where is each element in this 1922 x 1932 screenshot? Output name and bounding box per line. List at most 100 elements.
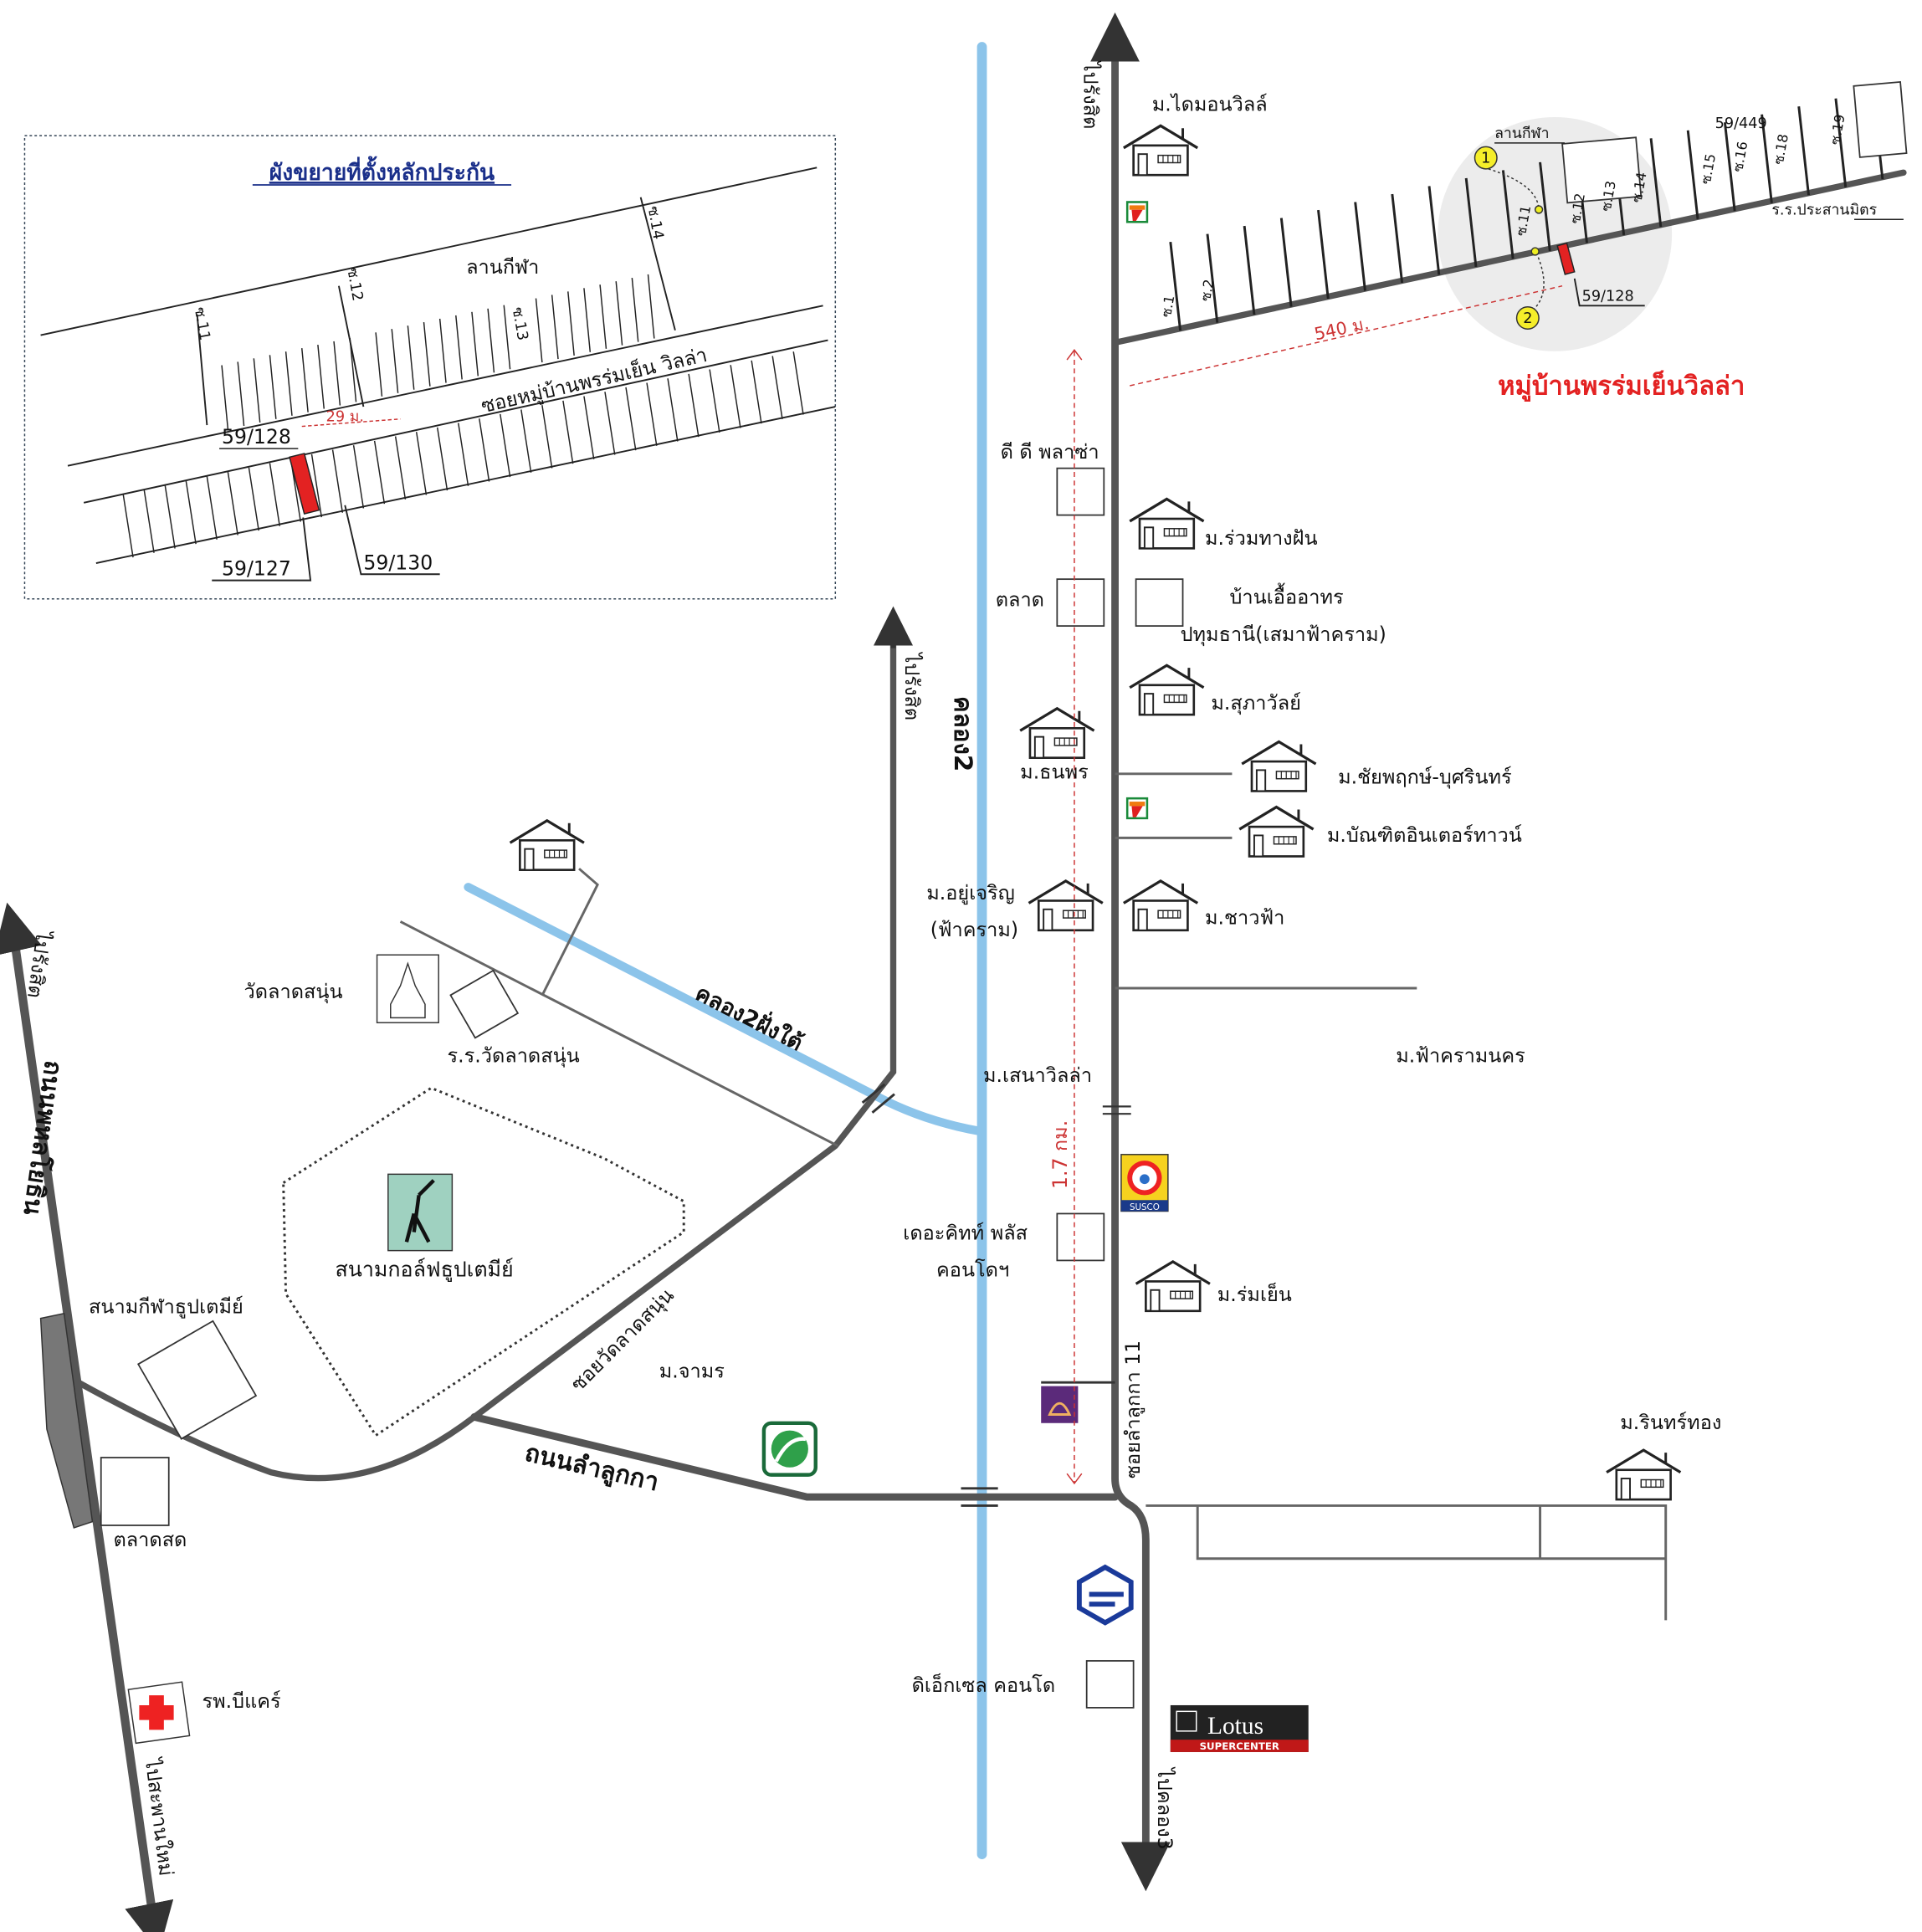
the-kith-label-2: คอนโดฯ xyxy=(936,1258,1009,1282)
plot-line xyxy=(455,315,463,380)
lam-luk-ka-road-west xyxy=(70,1376,478,1482)
plot-line xyxy=(221,365,229,430)
plot-line xyxy=(771,356,783,419)
soi-line xyxy=(1539,161,1551,252)
plot-line xyxy=(487,308,495,373)
hospital-label: รพ.บีแคร์ xyxy=(202,1689,280,1713)
soi-line xyxy=(1761,114,1773,203)
plot-line xyxy=(479,418,490,482)
plot-line xyxy=(625,387,637,451)
inset-distance-label: 29 ม. xyxy=(326,409,364,426)
overpass xyxy=(39,1312,94,1529)
soi-line xyxy=(1279,218,1293,307)
lotus-logo-subtext: SUPERCENTER xyxy=(1200,1740,1279,1752)
soi-line xyxy=(1797,106,1810,196)
school-prasanmit-label: ร.ร.ประสานมิตร xyxy=(1771,202,1877,218)
chamorn-label: ม.จามร xyxy=(659,1359,725,1382)
plot-line xyxy=(503,305,511,370)
bangchak-gas-station-icon xyxy=(761,1421,817,1477)
school-block xyxy=(1853,81,1908,158)
elderly-home-label-2: ปทุมธานี(เสมาฟ้าคราม) xyxy=(1181,623,1386,646)
fakram-nakhon-label: ม.ฟ้าครามนคร xyxy=(1396,1043,1525,1067)
soi-line xyxy=(1391,193,1404,284)
inset-plot-128-label: 59/128 xyxy=(222,425,291,448)
the-kith-building xyxy=(1056,1212,1105,1262)
plot-line xyxy=(688,373,700,438)
inset-plot-127-label: 59/127 xyxy=(222,557,291,581)
plot-line xyxy=(423,321,431,387)
plot-line xyxy=(227,472,238,536)
stadium-label: สนามกีฬาธูปเตมีย์ xyxy=(89,1295,243,1320)
plot-line xyxy=(352,445,365,509)
detail-sports-field-label: ลานกีฬา xyxy=(1494,126,1549,142)
chaiyaphruek-label: ม.ชัยพฤกษ์-บุศรินทร์ xyxy=(1338,766,1512,789)
house-icon xyxy=(1238,805,1315,858)
soi-line xyxy=(1354,202,1366,291)
plot-line xyxy=(500,413,511,478)
to-rangsit-mid-label: ไปรังสิต xyxy=(900,652,924,721)
house-icon xyxy=(1018,707,1096,760)
golf-course-label: สนามกอล์ฟธูปเตมีย์ xyxy=(336,1258,514,1283)
plot-line xyxy=(269,463,280,526)
lotus-logo-text: Lotus xyxy=(1207,1713,1263,1740)
inset-sports-field-label: ลานกีฬา xyxy=(466,255,539,279)
stadium-building xyxy=(136,1320,258,1440)
plot-line xyxy=(792,351,804,415)
plot-line xyxy=(458,423,469,486)
house-icon xyxy=(1605,1448,1683,1501)
inset-road-top xyxy=(40,167,817,336)
marker-1 xyxy=(1474,146,1498,170)
plot-line xyxy=(535,298,543,363)
bandit-label: ม.บัณฑิตอินเตอร์ทาวน์ xyxy=(1327,823,1522,847)
inset-plot-130-label: 59/130 xyxy=(363,551,433,574)
plot-line xyxy=(310,454,323,518)
soi-line xyxy=(1649,138,1663,228)
inset-distance-line xyxy=(301,418,401,428)
soi-line xyxy=(1464,177,1478,268)
elderly-home-label: บ้านเอื้ออาทร xyxy=(1229,583,1343,609)
plot-line xyxy=(407,325,415,390)
ruam-thang-fan-label: ม.ร่วมทางฝัน xyxy=(1205,526,1318,550)
plot-line xyxy=(415,432,428,495)
to-khlong3-label: ไปคลอง3 xyxy=(1153,1766,1176,1850)
fresh-market-label: ตลาดสด xyxy=(113,1528,187,1551)
soi-line xyxy=(1169,241,1182,331)
plot-line xyxy=(284,351,293,416)
soi-line xyxy=(1206,233,1219,323)
soi-line xyxy=(1501,170,1515,259)
bridge-icon xyxy=(861,1083,895,1114)
highlighted-plot xyxy=(1556,242,1576,275)
sena-villa-label: ม.เสนาวิลล่า xyxy=(983,1063,1092,1087)
elderly-home-building xyxy=(1135,578,1184,627)
inset-plot-127-leader xyxy=(212,517,312,582)
plot-line xyxy=(122,494,134,558)
plot-line xyxy=(436,427,448,491)
plot-line xyxy=(646,382,658,446)
phahonyothin-road xyxy=(10,938,157,1920)
plot-line xyxy=(567,291,575,356)
wat-ladsanun-label: วัดลาดสนุ่น xyxy=(244,980,343,1003)
siam-commercial-bank-icon xyxy=(1041,1386,1079,1423)
plot-line xyxy=(301,348,309,413)
marker-2-label: 2 xyxy=(1523,310,1532,327)
distance-540-label: 540 ม. xyxy=(1313,313,1371,344)
side-road xyxy=(399,920,838,1147)
romyen-label: ม.ร่มเย็น xyxy=(1217,1282,1292,1306)
village-detail: ลานกีฬา 59/449 ร.ร.ประสานมิตร 59/128 1 2… xyxy=(1111,81,1908,402)
inset-plot-lines xyxy=(122,197,804,558)
plot-line xyxy=(667,378,679,442)
plot-line xyxy=(248,467,259,531)
soi-11-label: ซอยลำลูกกา 11 xyxy=(1121,1340,1146,1478)
plot-line xyxy=(562,400,574,464)
diamond-ville-label: ม.ไดมอนวิลล์ xyxy=(1152,93,1268,116)
distance-arrows xyxy=(1066,349,1083,1485)
inset-road-middle xyxy=(67,305,823,467)
temple-icon xyxy=(376,954,439,1023)
seven-eleven-icon xyxy=(1125,797,1149,820)
marker-2 xyxy=(1515,306,1540,330)
market-label: ตลาด xyxy=(996,588,1044,612)
fresh-market-building xyxy=(100,1457,170,1526)
distance-17km-label: 1.7 กม. xyxy=(1048,1120,1072,1189)
susco-gas-station-icon: SUSCO xyxy=(1120,1154,1169,1212)
